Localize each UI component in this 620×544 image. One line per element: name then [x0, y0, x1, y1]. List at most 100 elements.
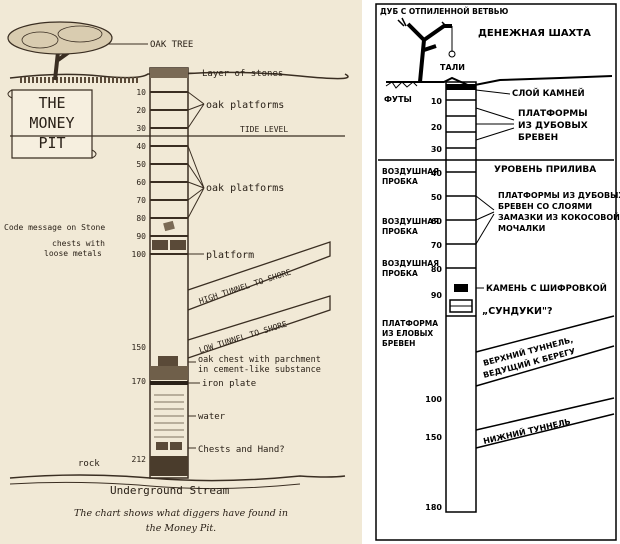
stone-layer-pointer	[475, 89, 511, 95]
cement-layer	[150, 366, 188, 380]
left-depth-90: 90	[136, 232, 146, 241]
label-oak-chest-line1: oak chest with parchment	[198, 355, 321, 365]
left-stones-layer	[150, 68, 188, 78]
label-layered-1: ПЛАТФОРМЫ ИЗ ДУБОВЫХ	[498, 191, 620, 200]
label-oak-chest-line2: in cement-like substance	[198, 365, 321, 375]
label-platform: platform	[206, 250, 254, 261]
label-chests-line1: chests with	[52, 239, 105, 248]
bottom-chest-1-icon	[156, 442, 168, 450]
right-depth-70: 70	[431, 241, 443, 250]
left-depth-80: 80	[136, 214, 146, 223]
label-air-plug-b1: ВОЗДУШНАЯ	[382, 217, 439, 226]
label-chests-hand: Chests and Hand?	[198, 445, 285, 455]
label-spruce-3: БРЕВЕН	[382, 339, 415, 348]
lower-tunnel	[475, 397, 615, 449]
right-panel: ДУБ С ОТПИЛЕННОЙ ВЕТВЬЮ ДЕНЕЖНАЯ ШАХТА Т…	[374, 0, 620, 544]
bottom-chest-2-icon	[170, 442, 182, 450]
left-depth-20: 20	[136, 106, 146, 115]
right-grass	[385, 81, 418, 89]
caption-line2: the Money Pit.	[146, 523, 216, 534]
label-chests-q: „СУНДУКИ"?	[482, 306, 552, 317]
left-depth-10: 10	[136, 88, 146, 97]
right-platforms	[446, 99, 476, 269]
label-air-plug-a1: ВОЗДУШНАЯ	[382, 167, 439, 176]
right-frame	[375, 3, 617, 541]
money-pit-scroll	[7, 89, 97, 159]
cipher-stone-icon	[454, 284, 468, 292]
right-depth-180: 180	[425, 503, 442, 512]
underground-stream-line	[9, 474, 346, 482]
label-money-shaft: ДЕНЕЖНАЯ ШАХТА	[478, 28, 591, 39]
label-oak-tree: OAK TREE	[150, 40, 193, 50]
left-depth-50: 50	[136, 160, 146, 169]
underground-stream-line-2	[9, 481, 301, 490]
right-depth-80: 80	[431, 265, 443, 274]
parchment-chest-icon	[158, 356, 178, 366]
label-water: water	[198, 412, 226, 422]
label-air-plug-c1: ВОЗДУШНАЯ	[382, 259, 439, 268]
label-oak-platforms-1: oak platforms	[206, 100, 284, 111]
label-layer-of-stones: Layer of stones	[202, 69, 283, 79]
left-depth-170: 170	[132, 377, 147, 386]
label-spruce-2: ИЗ ЕЛОВЫХ	[382, 329, 433, 338]
label-rock: rock	[78, 459, 100, 469]
scroll-title-line3: PIT	[38, 134, 65, 152]
label-feet: ФУТЫ	[384, 95, 412, 104]
right-depth-150: 150	[425, 433, 442, 442]
scroll-title-line1: THE	[38, 94, 65, 112]
low-tunnel	[187, 295, 331, 359]
label-spruce-1: ПЛАТФОРМА	[382, 319, 438, 328]
label-tide-level: TIDE LEVEL	[240, 125, 288, 134]
label-chests-line2: loose metals	[44, 249, 102, 258]
oak-log-platforms-pointer	[475, 107, 515, 141]
left-depth-100: 100	[132, 250, 147, 259]
right-paper-background	[374, 0, 620, 544]
scroll-title-line2: MONEY	[29, 114, 74, 132]
caption-line1: The chart shows what diggers have found …	[74, 508, 288, 519]
label-cipher-stone: КАМЕНЬ С ШИФРОВКОЙ	[486, 282, 607, 294]
right-depth-100: 100	[425, 395, 442, 404]
label-oak-log-platforms-3: БРЕВЕН	[518, 133, 558, 143]
label-stone-layer: СЛОЙ КАМНЕЙ	[512, 87, 585, 99]
right-depth-50: 50	[431, 193, 443, 202]
label-layered-2: БРЕВЕН СО СЛОЯМИ	[498, 202, 592, 211]
label-air-plug-b2: ПРОБКА	[382, 227, 418, 236]
cut-branch-oak-icon	[397, 17, 452, 83]
loose-metal-chest-1-icon	[152, 240, 168, 250]
left-depth-60: 60	[136, 178, 146, 187]
right-depth-40: 40	[431, 169, 443, 178]
oak-platforms-2-pointer	[187, 145, 205, 219]
label-oak-cut-branch: ДУБ С ОТПИЛЕННОЙ ВЕТВЬЮ	[380, 7, 509, 16]
left-depth-40: 40	[136, 142, 146, 151]
label-oak-platforms-2: oak platforms	[206, 183, 284, 194]
high-tunnel	[187, 241, 331, 311]
left-depth-212: 212	[132, 455, 147, 464]
label-oak-log-platforms-2: ИЗ ДУБОВЫХ	[518, 121, 588, 131]
iron-plate	[150, 381, 188, 385]
label-code-message: Code message on Stone	[4, 223, 105, 232]
right-depth-90: 90	[431, 291, 443, 300]
oak-platforms-1-pointer	[187, 91, 205, 129]
left-panel: OAK TREE THE MONEY PIT 10 20 30	[0, 0, 362, 544]
left-depth-150: 150	[132, 343, 147, 352]
code-stone-icon	[163, 220, 175, 232]
label-tide-level-ru: УРОВЕНЬ ПРИЛИВА	[494, 165, 596, 175]
rock-layer	[150, 456, 188, 476]
right-stone-layer	[446, 84, 476, 90]
label-oak-log-platforms-1: ПЛАТФОРМЫ	[518, 109, 588, 119]
label-tali: ТАЛИ	[440, 63, 465, 72]
left-platforms	[150, 91, 188, 255]
upper-tunnel	[475, 315, 615, 387]
oak-tree-icon	[7, 21, 113, 81]
left-depth-70: 70	[136, 196, 146, 205]
right-depth-60: 60	[431, 217, 443, 226]
right-depth-20: 20	[431, 123, 443, 132]
label-layered-4: МОЧАЛКИ	[498, 224, 545, 233]
label-air-plug-c2: ПРОБКА	[382, 269, 418, 278]
right-depth-10: 10	[431, 97, 443, 106]
layered-pointer	[475, 195, 495, 245]
right-depth-30: 30	[431, 145, 443, 154]
left-depth-30: 30	[136, 124, 146, 133]
